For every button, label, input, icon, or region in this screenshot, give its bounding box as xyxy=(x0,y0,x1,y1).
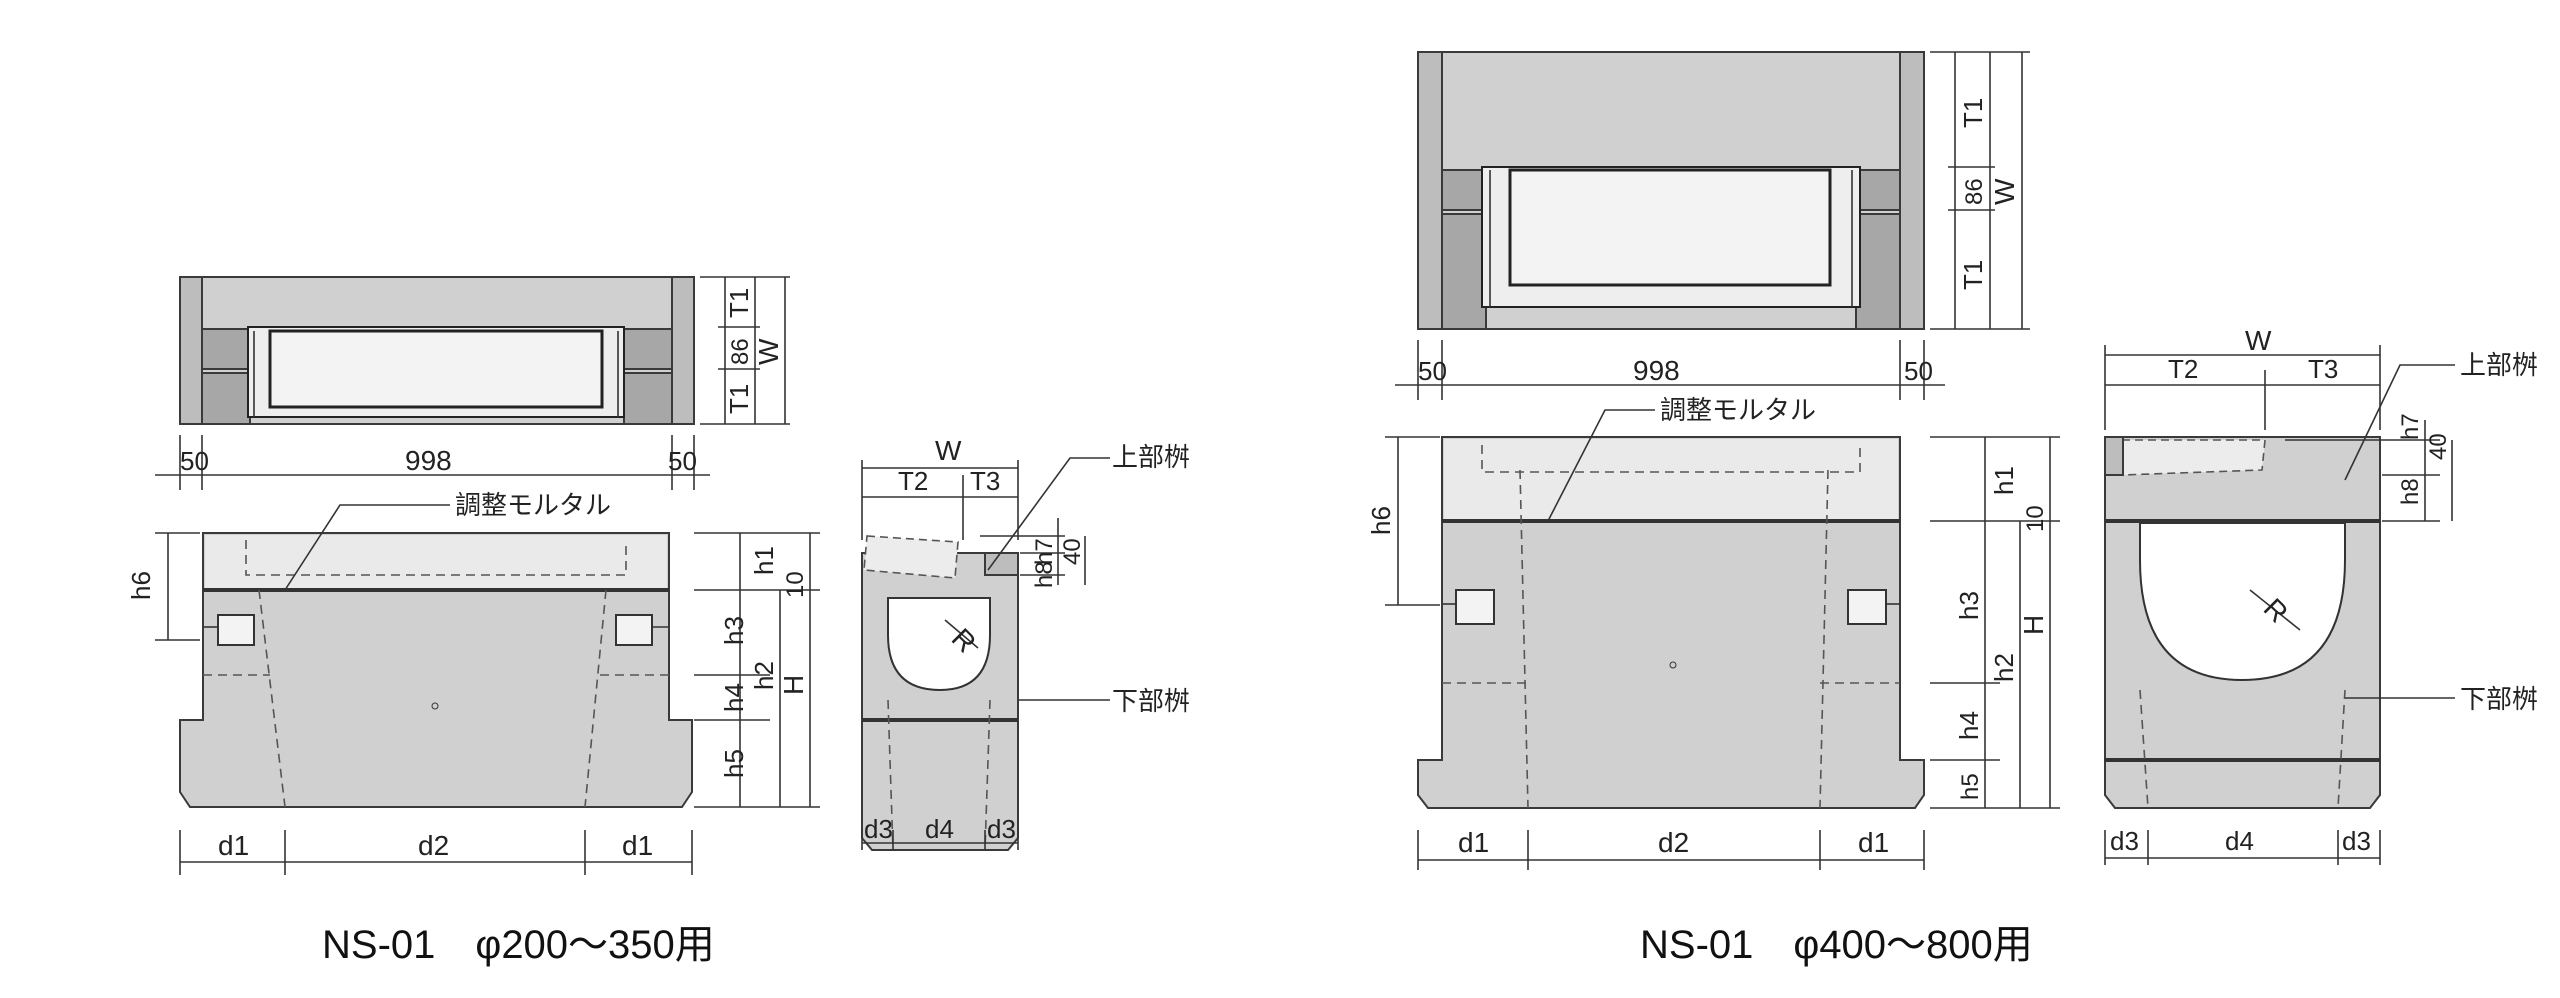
left-dim-h1: h1 xyxy=(749,546,779,575)
left-dim-h6: h6 xyxy=(126,571,156,600)
right-dim-50-left: 50 xyxy=(1418,356,1447,386)
right-mortar-text: 調整モルタル xyxy=(1660,395,1816,425)
left-h6-dim: h6 xyxy=(126,532,200,641)
left-diagram: T1 86 T1 W 50 998 50 xyxy=(126,276,1190,967)
right-dim-side-w: W xyxy=(2245,325,2272,356)
right-dim-d3-left: d3 xyxy=(2110,826,2139,856)
left-plan-dims: T1 86 T1 W xyxy=(700,276,790,425)
left-dim-40: 40 xyxy=(1059,538,1086,565)
left-front-view xyxy=(179,532,693,808)
left-dim-50-right: 50 xyxy=(668,446,697,476)
right-plan-view xyxy=(1417,51,1925,330)
left-dim-t1-bottom: T1 xyxy=(724,384,754,414)
left-dim-t3: T3 xyxy=(970,466,1000,496)
left-lower-label: 下部桝 xyxy=(1112,686,1190,716)
right-dim-d2: d2 xyxy=(1658,827,1689,858)
right-dim-big-h: H xyxy=(2018,615,2049,635)
right-dim-h7: h7 xyxy=(2397,413,2424,440)
left-dim-d4: d4 xyxy=(925,814,954,844)
right-dim-d1-left: d1 xyxy=(1458,827,1489,858)
left-dim-86: 86 xyxy=(727,338,754,365)
right-mortar-label: 調整モルタル xyxy=(1547,395,1816,522)
left-dim-d1-left: d1 xyxy=(218,830,249,861)
left-side-view: R xyxy=(861,535,1019,851)
left-dim-d3-right: d3 xyxy=(987,814,1016,844)
left-side-dims: W T2 T3 h7 h8 40 上部桝 下部桝 d3 d4 d3 xyxy=(861,435,1190,850)
right-side-dims: W T2 T3 h7 h8 40 上部桝 下部桝 d3 d4 d3 xyxy=(2104,325,2538,865)
right-dim-h4: h4 xyxy=(1954,711,1984,740)
left-dim-h4: h4 xyxy=(719,683,749,712)
right-dim-t1-bottom: T1 xyxy=(1958,260,1988,290)
left-dim-d2: d2 xyxy=(418,830,449,861)
left-dim-10: 10 xyxy=(782,571,809,598)
right-height-dims: h1 10 h3 h2 h4 H h5 xyxy=(1930,436,2060,809)
right-h6-dim: h6 xyxy=(1366,436,1440,606)
left-width-dims: 50 998 50 xyxy=(155,435,710,490)
left-upper-label: 上部桝 xyxy=(1112,442,1190,472)
left-bottom-dims: d1 d2 d1 xyxy=(179,830,693,875)
right-width-dims: 50 998 50 xyxy=(1395,340,1945,400)
right-dim-10: 10 xyxy=(2022,505,2049,532)
right-bottom-dims: d1 d2 d1 xyxy=(1417,827,1925,870)
left-dim-50-left: 50 xyxy=(180,446,209,476)
left-dim-side-w: W xyxy=(935,435,962,466)
left-mortar-text: 調整モルタル xyxy=(455,490,611,520)
right-dim-h5: h5 xyxy=(1957,773,1984,800)
left-dim-d3-left: d3 xyxy=(864,814,893,844)
left-dim-t1-top: T1 xyxy=(724,288,754,318)
left-dim-h8: h8 xyxy=(1031,561,1058,588)
left-dim-h2: h2 xyxy=(749,661,779,690)
right-dim-h3: h3 xyxy=(1954,591,1984,620)
right-dim-h1: h1 xyxy=(1989,466,2019,495)
left-mortar-label: 調整モルタル xyxy=(284,490,611,591)
right-dim-t3: T3 xyxy=(2308,354,2338,384)
left-dim-big-h: H xyxy=(778,675,809,695)
right-side-view: R xyxy=(2104,436,2381,809)
left-height-dims: h1 10 h3 h2 h4 H h5 xyxy=(694,532,820,808)
right-upper-label: 上部桝 xyxy=(2460,350,2538,380)
right-diagram: T1 86 T1 W 50 998 50 xyxy=(1366,51,2538,967)
left-dim-h3: h3 xyxy=(719,616,749,645)
right-plan-dims: T1 86 T1 W xyxy=(1930,51,2030,330)
right-dim-86: 86 xyxy=(1961,178,1988,205)
right-lower-label: 下部桝 xyxy=(2460,684,2538,714)
left-dim-998: 998 xyxy=(405,445,452,476)
right-dim-998: 998 xyxy=(1633,355,1680,386)
left-plan-view xyxy=(179,276,695,425)
left-dim-h5: h5 xyxy=(719,749,749,778)
right-dim-d3-right: d3 xyxy=(2342,826,2371,856)
left-dim-w-plan: W xyxy=(753,338,784,365)
left-dim-h7: h7 xyxy=(1031,538,1058,565)
left-dim-d1-right: d1 xyxy=(622,830,653,861)
left-caption: NS-01 φ200〜350用 xyxy=(322,923,715,967)
right-dim-t2: T2 xyxy=(2168,354,2198,384)
left-dim-t2: T2 xyxy=(898,466,928,496)
right-caption: NS-01 φ400〜800用 xyxy=(1640,923,2033,967)
right-dim-t1-top: T1 xyxy=(1958,98,1988,128)
right-dim-h2: h2 xyxy=(1989,653,2019,682)
right-dim-d1-right: d1 xyxy=(1858,827,1889,858)
right-dim-h8: h8 xyxy=(2397,478,2424,505)
right-dim-h6: h6 xyxy=(1366,506,1396,535)
right-front-view xyxy=(1417,436,1925,809)
right-dim-40: 40 xyxy=(2425,433,2452,460)
right-dim-d4: d4 xyxy=(2225,826,2254,856)
right-dim-w-plan: W xyxy=(1989,178,2020,205)
right-dim-50-right: 50 xyxy=(1904,356,1933,386)
